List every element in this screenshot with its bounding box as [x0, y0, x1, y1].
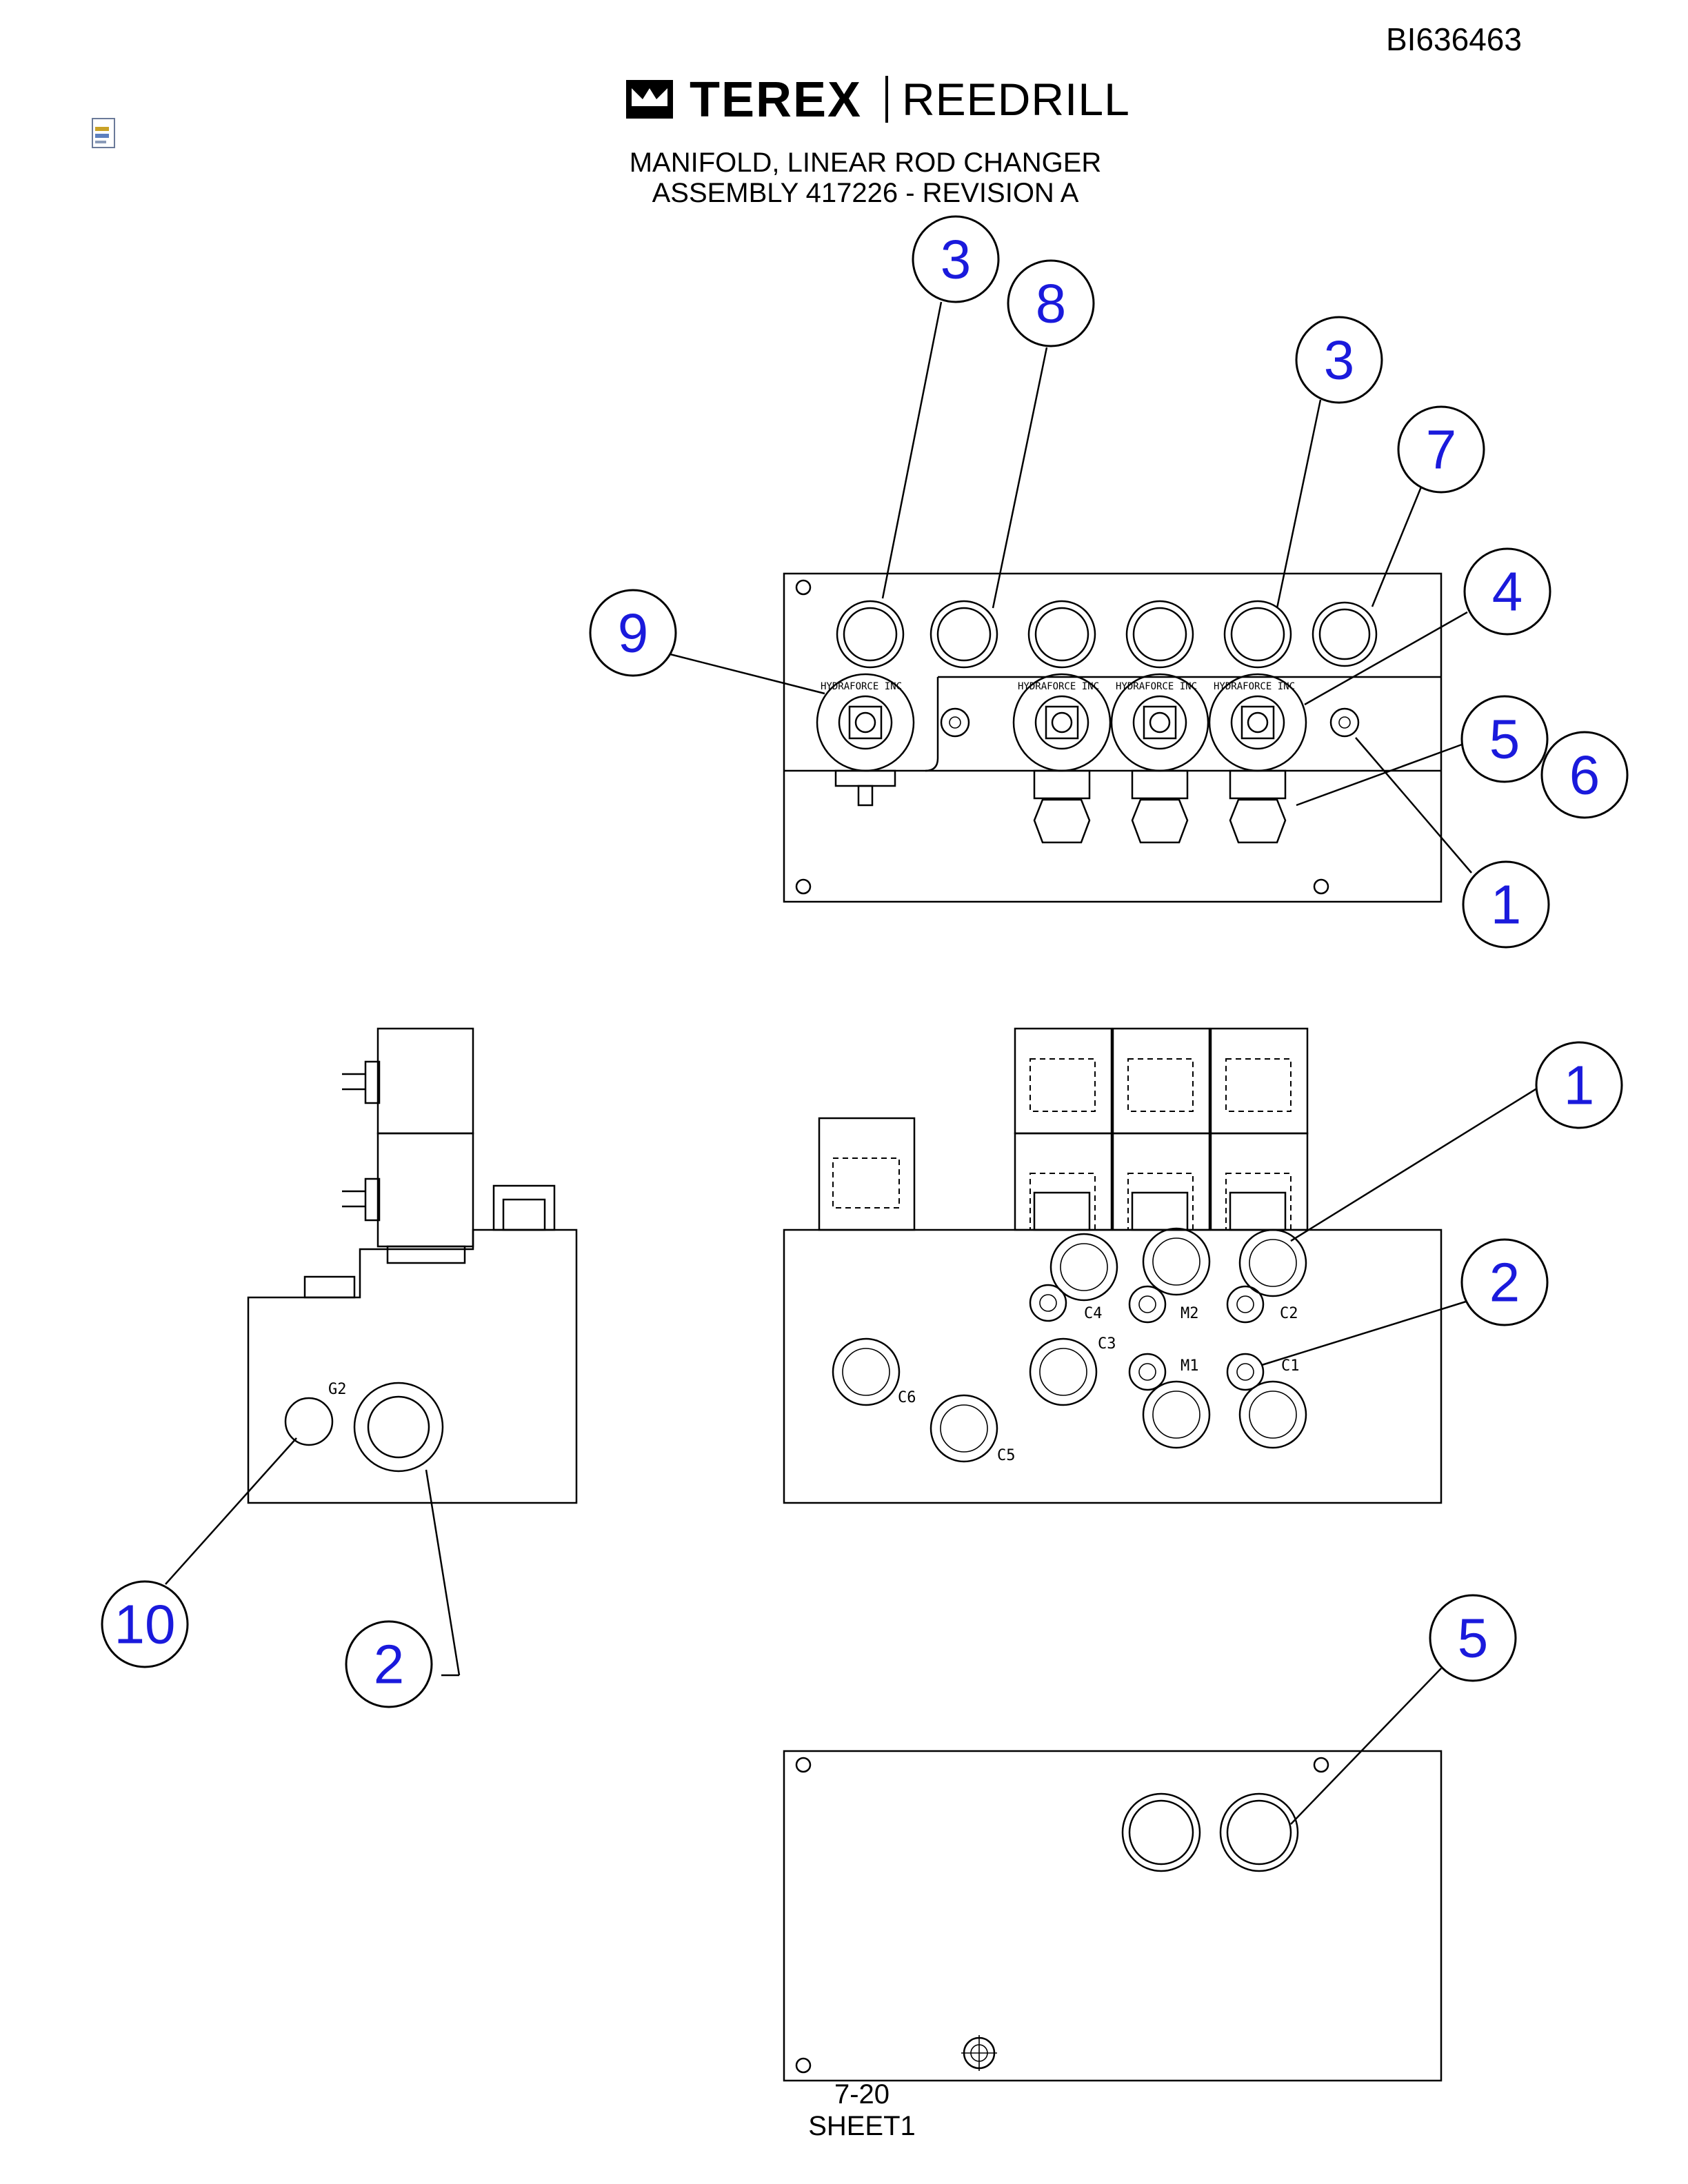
svg-text:5: 5 [1458, 1608, 1489, 1669]
drawing-subtitle: ASSEMBLY 417226 - REVISION A [652, 178, 1079, 208]
valve-marking-3: HYDRAFORCE INC [1116, 681, 1197, 692]
top-view-block [783, 572, 1443, 903]
callout-2-front: 2 [1460, 1238, 1549, 1326]
brand-primary: TEREX [690, 72, 863, 128]
brand-separator [885, 76, 888, 123]
port-label-m2: M2 [1180, 1305, 1199, 1322]
document-icon[interactable] [90, 117, 119, 150]
document-id: BI636463 [1386, 21, 1522, 57]
callout-9: 9 [589, 589, 677, 677]
callout-2-side: 2 [345, 1620, 433, 1708]
callout-8: 8 [1007, 259, 1095, 347]
callout-10: 10 [101, 1580, 189, 1668]
callout-1-front: 1 [1535, 1041, 1623, 1129]
valve-marking-2: HYDRAFORCE INC [1018, 681, 1099, 692]
front-view-block [783, 1228, 1443, 1504]
side-view-block [247, 1228, 578, 1504]
svg-text:4: 4 [1492, 561, 1523, 623]
svg-text:6: 6 [1569, 745, 1600, 806]
front-port-labels: C4 M2 C2 C3 M1 C1 C6 C5 [898, 1305, 1300, 1464]
valve-marking-4: HYDRAFORCE INC [1214, 681, 1295, 692]
svg-text:1: 1 [1564, 1055, 1595, 1116]
svg-text:3: 3 [1324, 330, 1355, 391]
callout-5-bottom: 5 [1429, 1594, 1517, 1682]
svg-text:2: 2 [374, 1634, 405, 1695]
bottom-view-block [783, 1750, 1443, 2082]
svg-text:8: 8 [1036, 273, 1067, 334]
top-view: HYDRAFORCE INC HYDRAFORCE INC HYDRAFORCE… [661, 301, 1472, 903]
callouts: 3 8 3 7 9 4 5 6 1 1 2 10 2 5 [101, 215, 1629, 1708]
callout-5-top: 5 [1460, 695, 1549, 783]
callout-7: 7 [1397, 405, 1485, 494]
page-number: 7-20 [834, 2079, 890, 2110]
port-label-g2: G2 [328, 1381, 347, 1398]
svg-text:5: 5 [1489, 709, 1520, 770]
top-fittings [836, 600, 1378, 669]
callout-3-top-left: 3 [912, 215, 1000, 303]
port-label-m1: M1 [1180, 1357, 1199, 1375]
front-view: C4 M2 C2 C3 M1 C1 C6 C5 [783, 1027, 1545, 1504]
port-label-c1: C1 [1281, 1357, 1300, 1375]
callout-4: 4 [1463, 547, 1551, 636]
callout-3-top-right: 3 [1295, 316, 1383, 404]
svg-text:2: 2 [1489, 1252, 1520, 1313]
side-view: G2 [165, 1027, 578, 1677]
terex-emblem-icon [626, 80, 673, 119]
svg-text:3: 3 [941, 229, 972, 290]
callout-6: 6 [1540, 731, 1629, 819]
valve-markings: HYDRAFORCE INC HYDRAFORCE INC HYDRAFORCE… [821, 681, 1295, 692]
drawing-title: MANIFOLD, LINEAR ROD CHANGER [629, 148, 1102, 178]
port-label-c4: C4 [1084, 1305, 1103, 1322]
port-label-c2: C2 [1280, 1305, 1298, 1322]
valve-marking-1: HYDRAFORCE INC [821, 681, 902, 692]
port-label-c5: C5 [997, 1447, 1016, 1464]
svg-text:9: 9 [618, 603, 649, 664]
svg-text:10: 10 [114, 1594, 176, 1655]
port-label-c3: C3 [1098, 1335, 1116, 1353]
brand-secondary: REEDRILL [902, 74, 1130, 125]
bottom-view [783, 1668, 1443, 2082]
front-ports [832, 1227, 1307, 1463]
port-label-c6: C6 [898, 1389, 916, 1406]
svg-text:1: 1 [1491, 874, 1522, 936]
valve-coils-top [816, 673, 1307, 807]
sheet-label: SHEET1 [808, 2111, 916, 2141]
callout-1-top: 1 [1462, 860, 1550, 949]
svg-text:7: 7 [1426, 419, 1457, 481]
